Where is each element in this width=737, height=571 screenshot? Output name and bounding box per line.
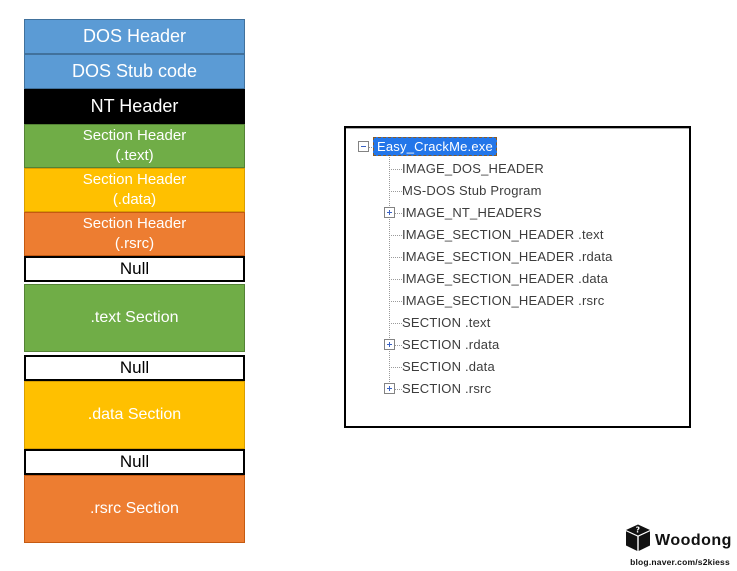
tree-item-label: SECTION .data (402, 359, 495, 374)
tree-item-label: IMAGE_SECTION_HEADER .data (402, 271, 609, 286)
tree-item-label: IMAGE_SECTION_HEADER .rdata (402, 249, 613, 264)
pe-block-section-header-rsrc: Section Header (.rsrc) (24, 212, 245, 256)
tree-item-image-section-header-data[interactable]: IMAGE_SECTION_HEADER .data (346, 268, 689, 290)
pe-block-label: .rsrc Section (90, 500, 179, 517)
pe-block-section-header-data: Section Header (.data) (24, 168, 245, 212)
pe-block-sublabel: (.data) (112, 191, 157, 208)
tree-item-label: IMAGE_DOS_HEADER (402, 161, 544, 176)
pe-block-data-section: .data Section (24, 381, 245, 449)
tree-item-label: SECTION .rsrc (402, 381, 492, 396)
pe-block-label: Null (119, 452, 150, 471)
tree-item-label: Easy_CrackMe.exe (373, 137, 497, 156)
pe-block-label: NT Header (90, 96, 179, 116)
tree-item-section-data[interactable]: SECTION .data (346, 356, 689, 378)
pe-block-nt-header: NT Header (24, 89, 245, 124)
expand-plus-icon[interactable] (384, 383, 395, 394)
pe-block-label: Section Header (82, 215, 187, 232)
logo-title: Woodong (655, 531, 732, 549)
question-cube-icon: ? (625, 524, 651, 557)
tree-item-image-dos-header[interactable]: IMAGE_DOS_HEADER (346, 158, 689, 180)
pe-block-text-section: .text Section (24, 284, 245, 352)
pe-block-label: DOS Stub code (71, 61, 198, 81)
tree-item-image-nt-headers[interactable]: IMAGE_NT_HEADERS (346, 202, 689, 224)
pe-block-rsrc-section: .rsrc Section (24, 475, 245, 543)
pe-block-label: DOS Header (82, 26, 187, 46)
tree-item-section-text[interactable]: SECTION .text (346, 312, 689, 334)
tree-item-label: SECTION .text (402, 315, 491, 330)
pe-block-null-1: Null (24, 256, 245, 282)
expand-plus-icon[interactable] (384, 339, 395, 350)
tree-item-label: IMAGE_SECTION_HEADER .rsrc (402, 293, 605, 308)
pe-block-null-3: Null (24, 449, 245, 475)
pe-block-label: Null (119, 259, 150, 278)
pe-block-label: .data Section (87, 406, 182, 423)
tree-item-label: SECTION .rdata (402, 337, 500, 352)
logo-url: blog.naver.com/s2kiess (630, 557, 730, 567)
tree-item-image-section-header-text[interactable]: IMAGE_SECTION_HEADER .text (346, 224, 689, 246)
tree-item-section-rsrc[interactable]: SECTION .rsrc (346, 378, 689, 400)
tree-item-image-section-header-rsrc[interactable]: IMAGE_SECTION_HEADER .rsrc (346, 290, 689, 312)
pe-block-sublabel: (.text) (115, 147, 154, 164)
tree-item-label: IMAGE_SECTION_HEADER .text (402, 227, 604, 242)
watermark: ? Woodong blog.naver.com/s2kiess (625, 524, 735, 567)
tree-item-image-section-header-rdata[interactable]: IMAGE_SECTION_HEADER .rdata (346, 246, 689, 268)
pe-block-label: Null (119, 358, 150, 377)
pe-block-dos-stub-code: DOS Stub code (24, 54, 245, 89)
svg-text:?: ? (636, 526, 640, 535)
pe-block-label: Section Header (82, 171, 187, 188)
tree-item-root[interactable]: Easy_CrackMe.exe (346, 136, 689, 158)
pe-block-dos-header: DOS Header (24, 19, 245, 54)
expand-plus-icon[interactable] (384, 207, 395, 218)
tree-item-ms-dos-stub-program[interactable]: MS-DOS Stub Program (346, 180, 689, 202)
collapse-minus-icon[interactable] (358, 141, 369, 152)
pe-block-sublabel: (.rsrc) (114, 235, 155, 252)
tree-item-label: MS-DOS Stub Program (402, 183, 542, 198)
pe-block-label: Section Header (82, 127, 187, 144)
pe-block-label: .text Section (90, 309, 179, 326)
pe-block-null-2: Null (24, 355, 245, 381)
pe-block-section-header-text: Section Header (.text) (24, 124, 245, 168)
tree-item-section-rdata[interactable]: SECTION .rdata (346, 334, 689, 356)
tree-item-label: IMAGE_NT_HEADERS (402, 205, 542, 220)
